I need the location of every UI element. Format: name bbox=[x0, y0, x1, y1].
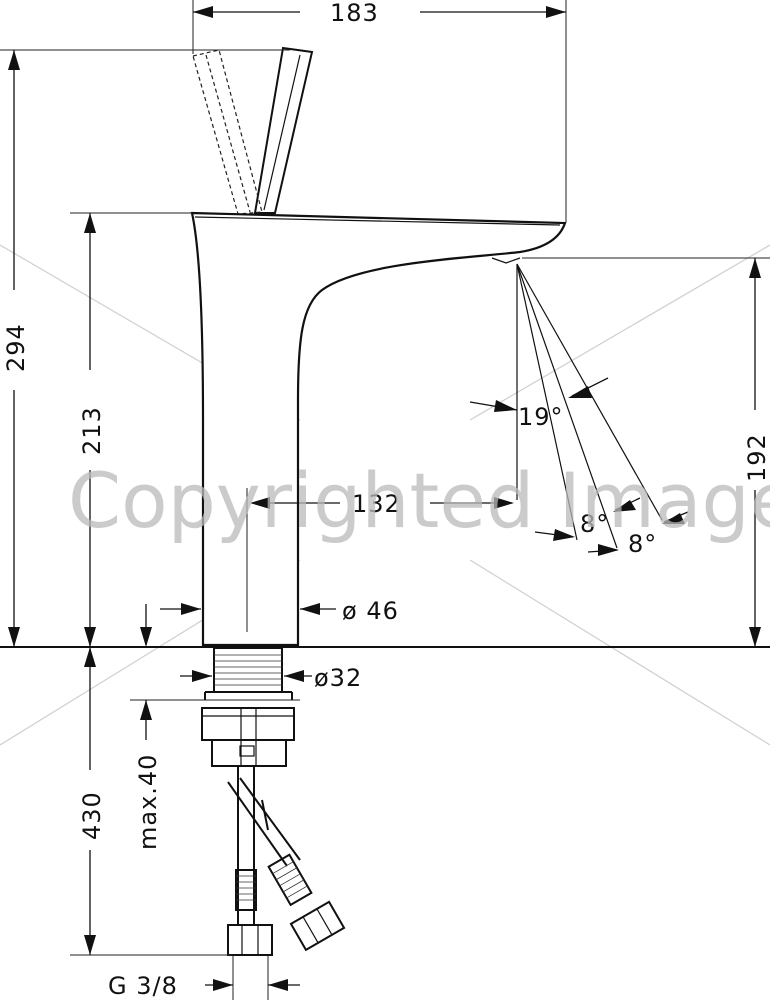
angle-8-a-label: 8° bbox=[580, 510, 609, 538]
angle-19 bbox=[469, 377, 609, 412]
supply-hose-straight bbox=[227, 766, 273, 956]
angle-8-a bbox=[534, 497, 641, 541]
supply-hose-angled bbox=[227, 777, 346, 952]
dimension-430 bbox=[84, 647, 96, 955]
dimension-g-3-8-label: G 3/8 bbox=[108, 972, 178, 1000]
angle-8-b-label: 8° bbox=[628, 530, 657, 558]
mounting-nut bbox=[201, 707, 295, 767]
dimension-183 bbox=[193, 6, 566, 18]
lever-handle-open-position bbox=[192, 49, 263, 215]
dimension-diameter-46-label: ø 46 bbox=[342, 597, 399, 625]
dimension-132-label: 132 bbox=[352, 490, 401, 518]
dimension-192 bbox=[749, 258, 761, 647]
angle-19-label: 19° bbox=[518, 403, 564, 431]
dimension-183-label: 183 bbox=[330, 0, 379, 27]
dimension-diameter-32 bbox=[180, 670, 312, 682]
dimension-132 bbox=[250, 497, 514, 509]
faucet-body bbox=[190, 211, 567, 647]
dimension-g-3-8 bbox=[205, 979, 300, 991]
dimension-294-label: 294 bbox=[2, 323, 30, 372]
dimension-213 bbox=[84, 213, 96, 647]
dimension-430-label: 430 bbox=[78, 791, 106, 840]
dimension-192-label: 192 bbox=[743, 433, 770, 482]
dimension-diameter-46 bbox=[140, 603, 336, 647]
dimension-294 bbox=[8, 50, 20, 647]
threaded-shank bbox=[204, 647, 293, 700]
dimension-213-label: 213 bbox=[78, 406, 106, 455]
dimension-diameter-32-label: ø32 bbox=[314, 664, 362, 692]
dimension-max-40-label: max.40 bbox=[134, 754, 162, 850]
dimension-max-40 bbox=[140, 700, 152, 740]
lever-handle bbox=[253, 46, 314, 214]
watermark-text: Copyrighted Image bbox=[68, 456, 770, 545]
angle-8-b bbox=[587, 511, 689, 556]
